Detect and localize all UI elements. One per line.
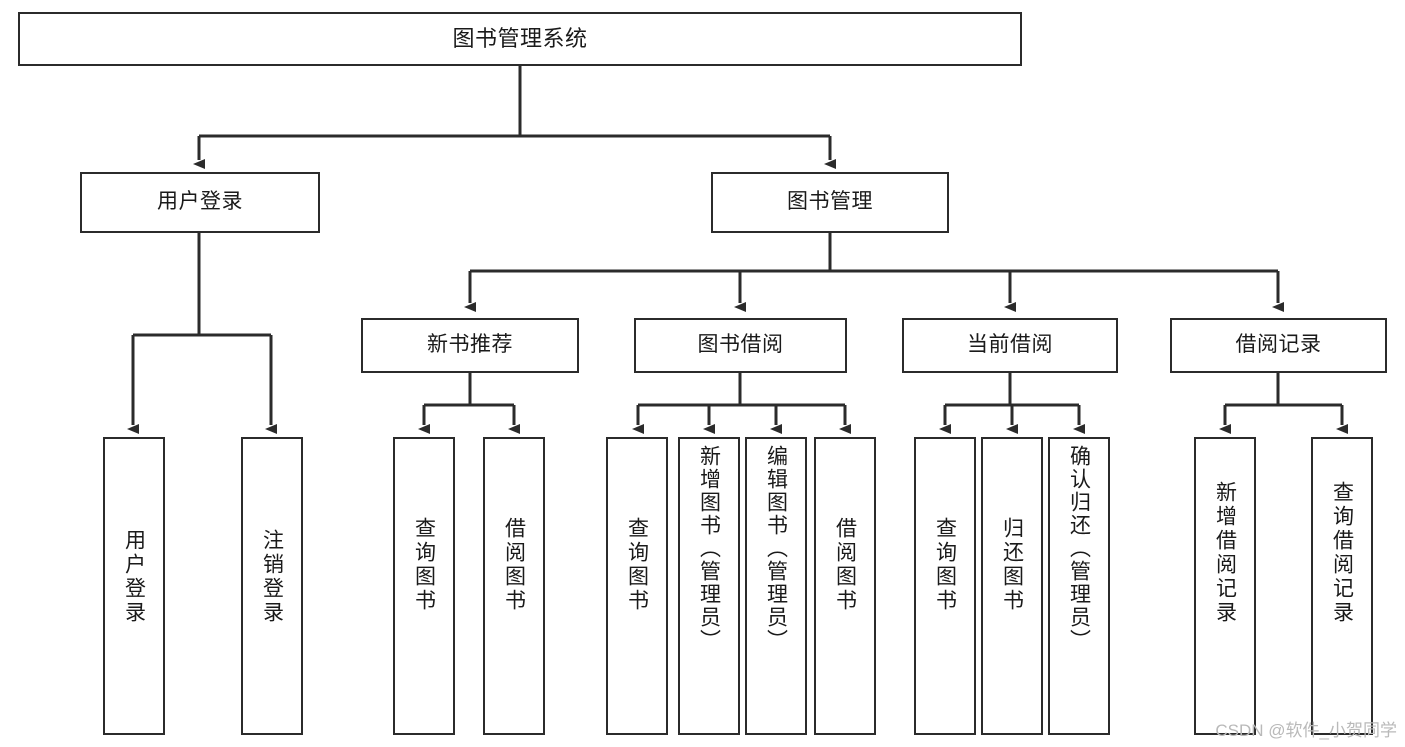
leaf-user-login-label: 用户登录 [122,529,146,625]
leaf-return-book-label: 归还图书 [1000,517,1024,613]
leaf-borrow-book-recommend-label: 借阅图书 [502,517,526,613]
node-book-management-label: 图书管理 [787,190,873,214]
leaf-add-borrow-record[interactable]: 新增借阅记录 [1194,437,1256,735]
leaf-query-borrow-record[interactable]: 查询借阅记录 [1311,437,1373,735]
leaf-query-book-borrow-label: 查询图书 [625,517,649,613]
leaf-borrow-book-recommend[interactable]: 借阅图书 [483,437,545,735]
leaf-confirm-return-admin[interactable]: 确认归还（管理员） [1048,437,1110,735]
node-user-login-label: 用户登录 [157,190,243,214]
leaf-query-book-recommend-label: 查询图书 [412,517,436,613]
leaf-query-borrow-record-label: 查询借阅记录 [1330,481,1354,625]
node-book-borrow-label: 图书借阅 [697,333,784,357]
leaf-add-book-admin[interactable]: 新增图书（管理员） [678,437,740,735]
node-new-book-recommend[interactable]: 新书推荐 [361,318,579,373]
leaf-borrow-book[interactable]: 借阅图书 [814,437,876,735]
node-root-label: 图书管理系统 [452,26,588,52]
node-book-borrow[interactable]: 图书借阅 [634,318,847,373]
node-borrow-records-label: 借阅记录 [1235,333,1322,357]
node-current-borrow[interactable]: 当前借阅 [902,318,1118,373]
leaf-return-book[interactable]: 归还图书 [981,437,1043,735]
leaf-query-book-borrow[interactable]: 查询图书 [606,437,668,735]
csdn-watermark: CSDN @软件_小贺同学 [1215,721,1397,740]
leaf-edit-book-admin[interactable]: 编辑图书（管理员） [745,437,807,735]
node-new-book-recommend-label: 新书推荐 [427,333,513,357]
node-book-management[interactable]: 图书管理 [711,172,949,233]
leaf-add-borrow-record-label: 新增借阅记录 [1213,481,1237,625]
node-borrow-records[interactable]: 借阅记录 [1170,318,1387,373]
leaf-edit-book-admin-label: 编辑图书（管理员） [764,445,788,652]
leaf-user-login[interactable]: 用户登录 [103,437,165,735]
leaf-query-book-recommend[interactable]: 查询图书 [393,437,455,735]
leaf-query-book-current[interactable]: 查询图书 [914,437,976,735]
node-current-borrow-label: 当前借阅 [967,333,1053,357]
node-user-login[interactable]: 用户登录 [80,172,320,233]
leaf-add-book-admin-label: 新增图书（管理员） [697,445,721,652]
leaf-logout-label: 注销登录 [260,529,284,625]
leaf-borrow-book-label: 借阅图书 [833,517,857,613]
leaf-confirm-return-admin-label: 确认归还（管理员） [1067,445,1091,652]
leaf-query-book-current-label: 查询图书 [933,517,957,613]
leaf-logout[interactable]: 注销登录 [241,437,303,735]
node-root[interactable]: 图书管理系统 [18,12,1022,66]
